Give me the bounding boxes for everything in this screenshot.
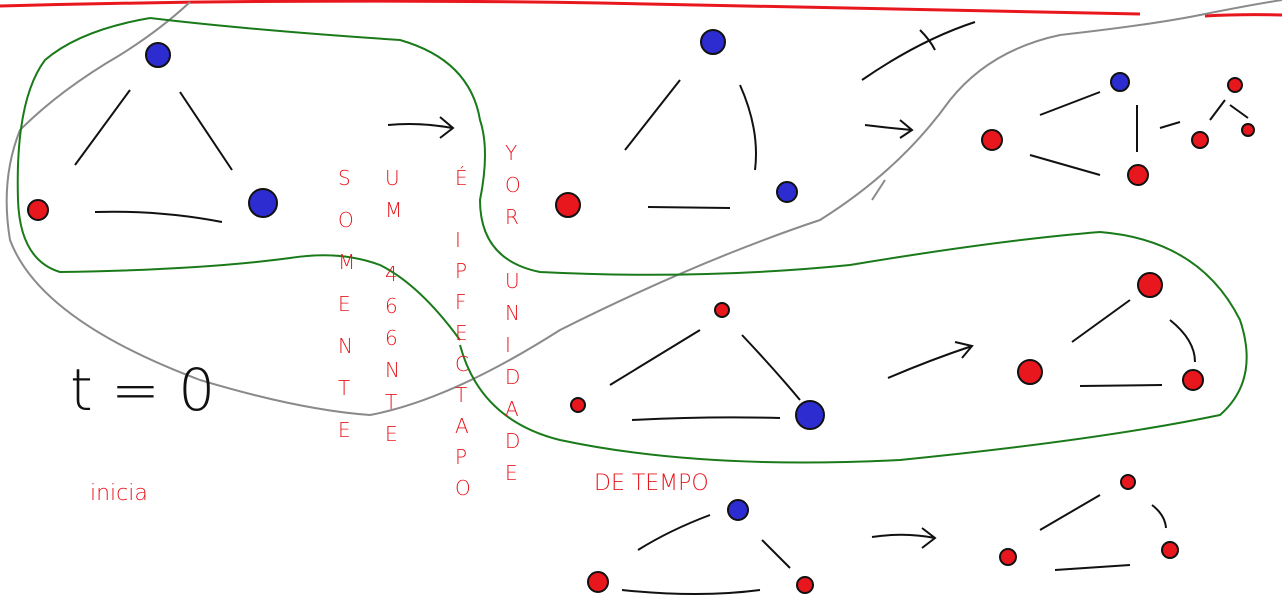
vertical-letter: E	[385, 422, 398, 446]
vertical-letter: E	[455, 321, 468, 345]
node-red	[1127, 164, 1149, 186]
node-red	[1191, 131, 1209, 149]
node-red	[1182, 369, 1204, 391]
vertical-letter: T	[385, 390, 397, 414]
node-red	[1017, 359, 1043, 385]
vertical-letter: O	[455, 476, 471, 500]
node-red	[587, 571, 609, 593]
vertical-letter: P	[455, 445, 467, 469]
graph-7	[999, 474, 1179, 571]
vertical-letter: O	[505, 173, 521, 197]
vertical-letter: D	[505, 429, 520, 453]
node-red	[796, 576, 814, 594]
node-red	[714, 302, 730, 318]
vertical-letter: N	[385, 358, 400, 382]
vertical-letter: E	[505, 461, 518, 485]
vertical-letter: A	[455, 414, 469, 438]
node-red	[1120, 474, 1136, 490]
vertical-letter: I	[455, 228, 461, 252]
arrow	[887, 341, 974, 379]
green-lasso-top	[16, 17, 1248, 464]
arrow	[864, 119, 914, 139]
vertical-letter: 6	[385, 294, 398, 318]
node-blue	[727, 499, 749, 521]
vertical-letter: 4	[385, 262, 398, 286]
node-red	[570, 397, 586, 413]
vertical-letter: S	[338, 166, 351, 190]
node-blue	[145, 42, 171, 68]
graph-5	[1017, 272, 1204, 391]
vertical-letter: E	[338, 418, 351, 442]
graph-4	[570, 302, 825, 430]
vertical-letter: D	[505, 365, 520, 389]
node-red	[999, 548, 1017, 566]
gray-small-mark	[871, 179, 886, 201]
node-blue	[795, 400, 825, 430]
node-red	[1227, 77, 1243, 93]
vertical-letter: C	[455, 352, 469, 376]
vertical-letter: É	[455, 166, 468, 190]
vertical-letter: Y	[505, 141, 517, 165]
vertical-letter: M	[338, 250, 355, 274]
node-blue	[1110, 72, 1130, 92]
node-blue	[776, 181, 798, 203]
time-label: t = 0	[70, 356, 215, 424]
graph-3	[981, 72, 1255, 186]
node-blue	[700, 29, 726, 55]
vertical-letter: T	[338, 376, 350, 400]
vertical-letter: U	[505, 269, 520, 293]
vertical-letter: N	[338, 334, 353, 358]
vertical-letter: M	[385, 198, 402, 222]
node-red	[1161, 541, 1179, 559]
node-red	[981, 129, 1003, 151]
node-red	[1241, 123, 1255, 137]
top-red-line-right	[1204, 13, 1282, 18]
vertical-letter: F	[455, 290, 467, 314]
node-red	[555, 192, 581, 218]
vertical-letter: T	[455, 383, 467, 407]
node-red	[1137, 272, 1163, 298]
graph-2	[555, 29, 798, 218]
arrow	[387, 116, 455, 139]
gray-lasso	[5, 0, 1282, 417]
vertical-letter: A	[505, 397, 519, 421]
vertical-letter: P	[455, 259, 467, 283]
inicia-label: inicia	[90, 481, 148, 506]
graph-6	[587, 499, 814, 595]
vertical-letter: N	[505, 301, 520, 325]
vertical-letter: R	[505, 205, 519, 229]
arrow	[871, 527, 937, 549]
top-red-line	[0, 0, 1141, 16]
node-blue	[248, 188, 278, 218]
arrow	[861, 21, 976, 81]
vertical-letter: O	[338, 208, 354, 232]
graph-1	[27, 42, 278, 223]
vertical-letter: U	[385, 166, 400, 190]
vertical-letter: 6	[385, 326, 398, 350]
de-tempo-label: DE TEMPO	[594, 471, 709, 496]
vertical-letter: E	[338, 292, 351, 316]
node-red	[27, 199, 49, 221]
vertical-letter: I	[505, 333, 511, 357]
